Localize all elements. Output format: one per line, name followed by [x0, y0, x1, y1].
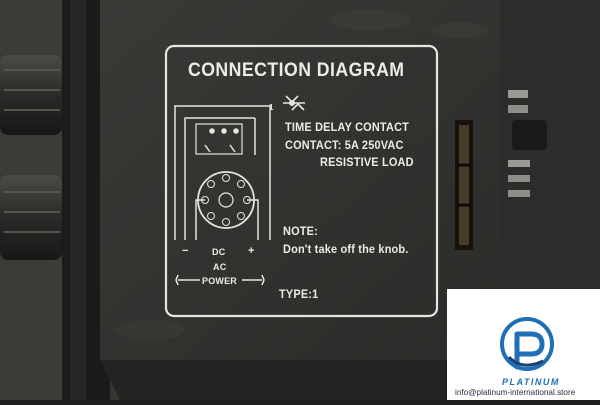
time-delay-symbol — [283, 95, 305, 111]
power-ac-label: AC — [213, 262, 227, 272]
watermark-box — [447, 289, 600, 400]
platinum-logo-icon — [500, 317, 554, 371]
power-dc-label: DC — [212, 247, 226, 257]
watermark-contact: info@platinum-international.store — [455, 388, 576, 397]
type-label: TYPE:1 — [279, 289, 319, 301]
wiring-diagram — [174, 105, 271, 286]
note-label: NOTE: — [283, 226, 318, 238]
power-minus-label: − — [182, 245, 189, 257]
pin-number-label: 1 — [269, 103, 274, 112]
power-label: POWER — [202, 276, 238, 286]
load-label: RESISTIVE LOAD — [320, 157, 414, 169]
contact-type-label: TIME DELAY CONTACT — [285, 122, 410, 134]
diagram-title: CONNECTION DIAGRAM — [188, 60, 405, 81]
contact-rating-label: CONTACT: 5A 250VAC — [285, 140, 404, 152]
power-plus-label: + — [248, 245, 255, 257]
knob-lower — [0, 175, 62, 260]
note-text: Don't take off the knob. — [283, 244, 409, 256]
connector-pins — [508, 90, 547, 197]
knob-upper — [0, 55, 62, 135]
watermark-brand: PLATINUM — [502, 377, 560, 387]
